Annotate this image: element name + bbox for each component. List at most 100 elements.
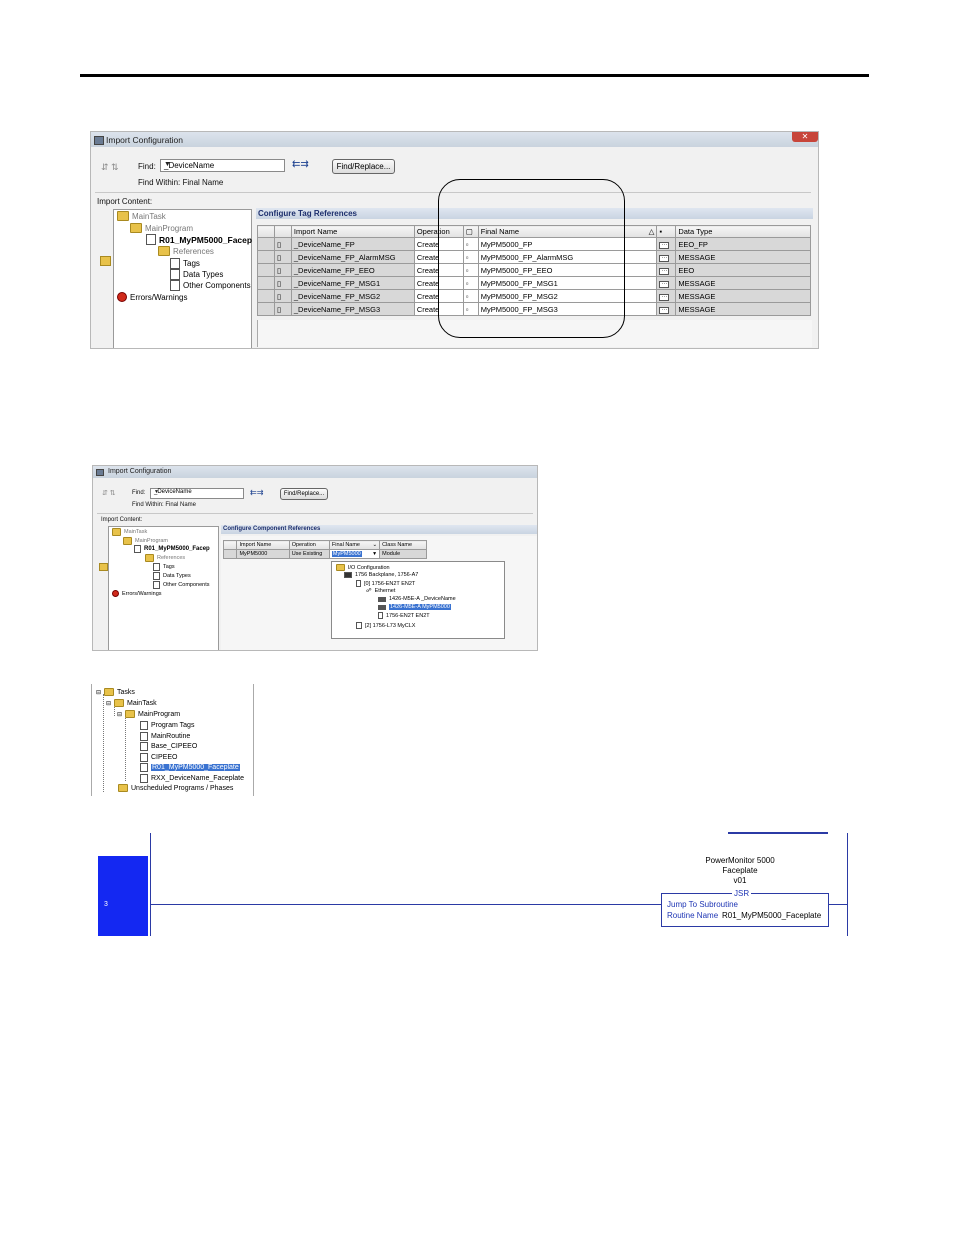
io-tree-backplane[interactable]: 1756 Backplane, 1756-A7 [344,572,418,578]
chevron-down-icon[interactable]: ▼ [164,161,171,168]
io-configuration-dropdown[interactable]: I/O Configuration 1756 Backplane, 1756-A… [331,561,505,639]
find-replace-button[interactable]: Find/Replace... [332,159,395,174]
io-tree-slot2[interactable]: [2] 1756-L73 MyCLX [356,622,415,629]
tree-item-mainprogram[interactable]: MainProgram [130,223,193,233]
row-selector[interactable] [257,263,275,277]
io-tree-device-1[interactable]: 1426-M5E-A _DeviceName [378,596,456,602]
tree-item-program-tags[interactable]: Program Tags [140,721,194,730]
collapse-icon[interactable]: ⊟ [96,689,102,696]
find-within-label: Find Within: Final Name [138,178,224,187]
tree-item-maintask[interactable]: MainTask [117,211,166,221]
tree-item-references[interactable]: References [158,246,214,256]
io-tree-ethernet[interactable]: ☍Ethernet [366,588,396,594]
final-name-cell[interactable]: MyPM5000_FP_MSG2 [477,289,658,303]
row-selector[interactable] [222,549,238,559]
import-configuration-window-components: Import Configuration ⇵ ⇅ Find: _DeviceNa… [92,465,538,651]
routine-name-label: Routine Name [667,911,719,920]
browse-button[interactable]: ··· [656,263,677,277]
close-button[interactable]: ✕ [792,132,818,142]
import-content-label: Import Content: [97,197,153,206]
table-row[interactable]: ▯ _DeviceName_FP_MSG3 Create ▫ MyPM5000_… [257,302,811,316]
find-combobox[interactable]: _DeviceName ▼ [160,159,285,172]
io-tree-device-3[interactable]: 1756-EN2T EN2T [378,612,430,619]
section-title: Configure Tag References [256,208,813,219]
tree-item-mainroutine[interactable]: MainRoutine [140,732,190,741]
find-replace-button[interactable]: Find/Replace... [280,488,328,500]
chevron-down-icon[interactable]: ▼ [154,489,159,495]
find-previous-next-icon[interactable]: ⇇⇉ [292,159,309,170]
tree-item-rxx-routine[interactable]: RXX_DeviceName_Faceplate [140,774,244,783]
window-icon [94,136,104,145]
collapse-icon[interactable]: ⊟ [117,711,123,718]
io-tree-device-2[interactable]: 1426-M5E-A MyPM5000 [378,604,451,610]
tags-icon [140,721,148,730]
column-data-type[interactable]: Data Type [675,225,811,238]
final-name-cell[interactable]: MyPM5000_FP [477,237,658,251]
network-icon: ☍ [366,588,372,594]
expand-collapse-icon[interactable]: ⇵ ⇅ [102,490,116,497]
operation-cell[interactable]: Use Existing [288,549,330,559]
column-import-name[interactable]: Import Name [290,225,415,238]
tree-item-mainprogram[interactable]: MainProgram [123,537,168,545]
rung-number-block[interactable]: 3 [98,856,148,936]
final-name-dropdown[interactable]: MyPM5000▼ [328,549,381,559]
row-selector[interactable] [257,276,275,290]
import-name-cell: _DeviceName_FP_MSG2 [290,289,415,303]
column-final-name[interactable]: Final Name△ [477,225,658,238]
column-operation[interactable]: Operation [288,540,330,550]
class-name-cell: Module [379,549,427,559]
io-tree-io-configuration[interactable]: I/O Configuration [336,564,390,571]
data-type-cell: MESSAGE [675,302,811,316]
title-bar: Import Configuration [93,466,537,478]
tree-item-errors[interactable]: Errors/Warnings [117,292,188,302]
tree-item-routine[interactable]: R01_MyPM5000_Facep [134,545,210,553]
row-selector[interactable] [257,237,275,251]
find-previous-next-icon[interactable]: ⇇⇉ [250,488,264,497]
table-row[interactable]: ▯ _DeviceName_FP_AlarmMSG Create ▫ MyPM5… [257,250,811,264]
final-name-cell[interactable]: MyPM5000_FP_MSG1 [477,276,658,290]
tree-item-base-cipeeo[interactable]: Base_CIPEEO [140,742,197,751]
tree-item-maintask[interactable]: MainTask [112,528,147,536]
browse-button[interactable]: ··· [656,276,677,290]
tree-item-tasks[interactable]: ⊟Tasks [96,688,135,696]
browse-button[interactable]: ··· [656,289,677,303]
component-icon [170,280,180,291]
io-tree-slot0[interactable]: [0] 1756-EN2T EN2T [356,580,415,587]
row-selector[interactable] [257,250,275,264]
tree-item-data-types[interactable]: Data Types [170,269,223,280]
data-type-cell: MESSAGE [675,250,811,264]
tree-item-data-types[interactable]: Data Types [153,572,191,580]
tree-item-cipeeo[interactable]: CIPEEO [140,753,177,762]
browse-button[interactable]: ··· [656,250,677,264]
column-final-name[interactable]: Final Name⌄ [328,540,381,550]
tree-item-maintask[interactable]: ⊟MainTask [106,699,157,707]
tree-item-tags[interactable]: Tags [153,563,175,571]
row-selector[interactable] [257,289,275,303]
final-name-cell[interactable]: MyPM5000_FP_MSG3 [477,302,658,316]
device-icon [378,596,386,602]
tree-item-r01-routine[interactable]: R01_MyPM5000_Faceplate [140,763,240,772]
table-row[interactable]: ▯ _DeviceName_FP_MSG2 Create ▫ MyPM5000_… [257,289,811,303]
expand-collapse-icon[interactable]: ⇵ ⇅ [101,162,119,172]
tree-item-mainprogram[interactable]: ⊟MainProgram [117,710,181,718]
window-title: Import Configuration [108,468,172,475]
tree-item-unscheduled[interactable]: Unscheduled Programs / Phases [118,784,233,792]
row-selector[interactable] [257,302,275,316]
tree-item-other-components[interactable]: Other Components [170,280,251,291]
column-class-name[interactable]: Class Name [379,540,427,550]
chevron-down-icon[interactable]: ▼ [372,551,378,557]
tree-item-errors[interactable]: Errors/Warnings [112,590,162,597]
final-name-cell[interactable]: MyPM5000_FP_AlarmMSG [477,250,658,264]
tree-item-other-components[interactable]: Other Components [153,581,209,589]
jsr-instruction-box[interactable]: JSR Jump To Subroutine Routine Name R01_… [661,889,829,927]
browse-button[interactable]: ··· [656,302,677,316]
table-row[interactable]: MyPM5000 Use Existing MyPM5000▼ Module [222,549,427,559]
routine-name-value[interactable]: R01_MyPM5000_Faceplate [722,911,822,920]
collapse-icon[interactable]: ⊟ [106,700,112,707]
column-import-name[interactable]: Import Name [236,540,290,550]
browse-button[interactable]: ··· [656,237,677,251]
tree-item-references[interactable]: References [145,554,185,562]
tree-item-routine[interactable]: R01_MyPM5000_Facep [146,234,252,245]
tree-item-tags[interactable]: Tags [170,258,200,269]
find-combobox[interactable]: _DeviceName ▼ [150,488,244,499]
